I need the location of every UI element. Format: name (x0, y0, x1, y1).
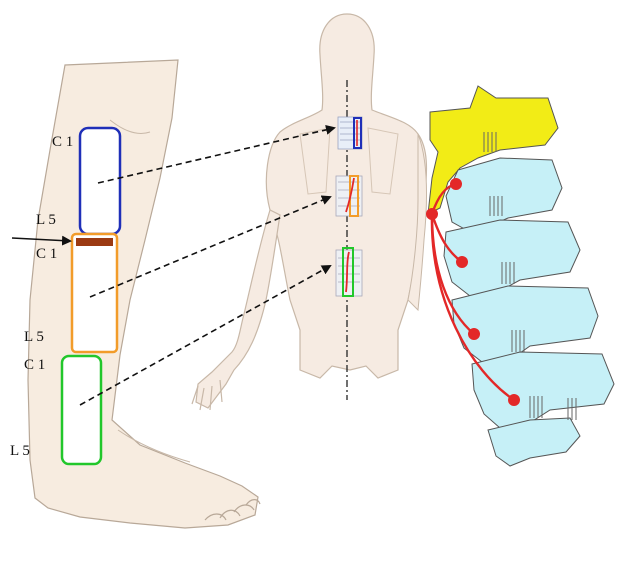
nerve-dot (468, 328, 480, 340)
vertebral-column (428, 86, 614, 466)
nerve-dot (508, 394, 520, 406)
segment-lower-green (62, 356, 101, 464)
spine-segment-middle (336, 176, 362, 216)
segment-middle-orange (72, 234, 117, 352)
leg-illustration (12, 60, 260, 528)
spine-segment-upper (338, 117, 362, 149)
left-arm (196, 210, 280, 408)
vertebra-4 (472, 352, 614, 428)
nerve-dot (426, 208, 438, 220)
nerve-dot (456, 256, 468, 268)
label-l5-middle: L 5 (24, 330, 44, 345)
vertebra-3 (452, 286, 598, 362)
label-l5-lower: L 5 (10, 444, 30, 459)
label-c1-top: C 1 (52, 135, 73, 150)
segment-upper-blue (80, 128, 120, 234)
label-l5-upper: L 5 (36, 213, 56, 228)
back-figure (192, 14, 426, 410)
brown-marker-band (76, 238, 113, 246)
nerve-dot (450, 178, 462, 190)
spine-segment-lower (336, 248, 362, 296)
label-c1-middle: C 1 (36, 247, 57, 262)
label-c1-lower: C 1 (24, 358, 45, 373)
